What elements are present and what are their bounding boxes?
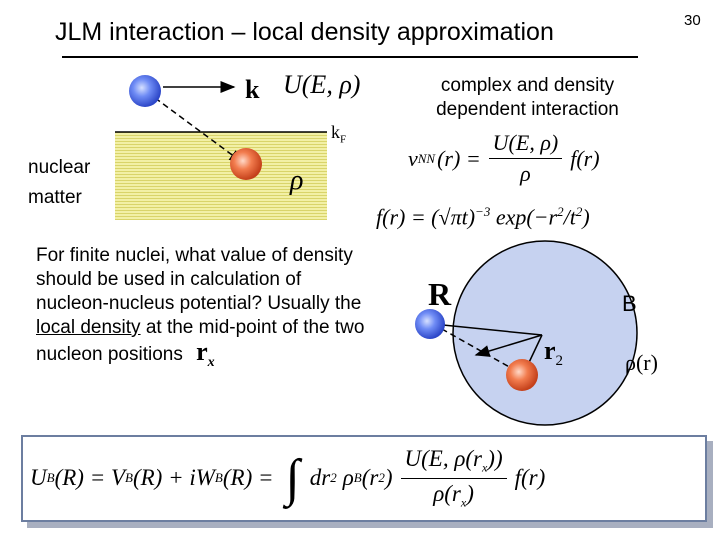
kf-label: kF: [331, 122, 347, 146]
dashed-nucleon-separation: [432, 323, 521, 374]
k-label: k: [245, 75, 260, 104]
nuclear-matter-diagram: [115, 75, 327, 220]
r2-label: r2: [544, 336, 564, 370]
R-label: R: [428, 276, 452, 312]
rho-r-label: ρ(r): [625, 350, 658, 375]
rx-label: rx: [196, 337, 215, 371]
main-formula-box: [21, 435, 707, 522]
slide-title: JLM interaction – local density approxim…: [55, 18, 554, 46]
interaction-note: complex and density dependent interactio…: [436, 75, 619, 120]
R-vector-line: [432, 323, 543, 336]
red-nucleon-icon: [230, 148, 262, 180]
local-density-term: local density: [36, 317, 141, 338]
title-underline: [62, 56, 638, 58]
nuclear-matter-label: nuclear matter: [28, 157, 91, 208]
rho-label: ρ: [290, 165, 304, 196]
r2-vector-arrow: [474, 334, 543, 357]
finite-nuclei-question: For finite nuclei, what value of density…: [36, 245, 365, 371]
B-label: B: [622, 291, 637, 316]
u-e-rho-label: U(E, ρ): [283, 70, 361, 99]
nucleus-circle: [452, 240, 638, 426]
projectile-nucleon-icon: [415, 309, 445, 339]
integral-sign: ∫: [285, 449, 300, 507]
finite-nucleus-diagram: [415, 240, 638, 426]
f-formula: f(r) = (√πt)−3 exp(−r2/t2): [376, 204, 590, 230]
blue-nucleon-icon: [129, 75, 161, 107]
target-nucleon-icon: [506, 359, 538, 391]
page-number: 30: [684, 12, 701, 29]
